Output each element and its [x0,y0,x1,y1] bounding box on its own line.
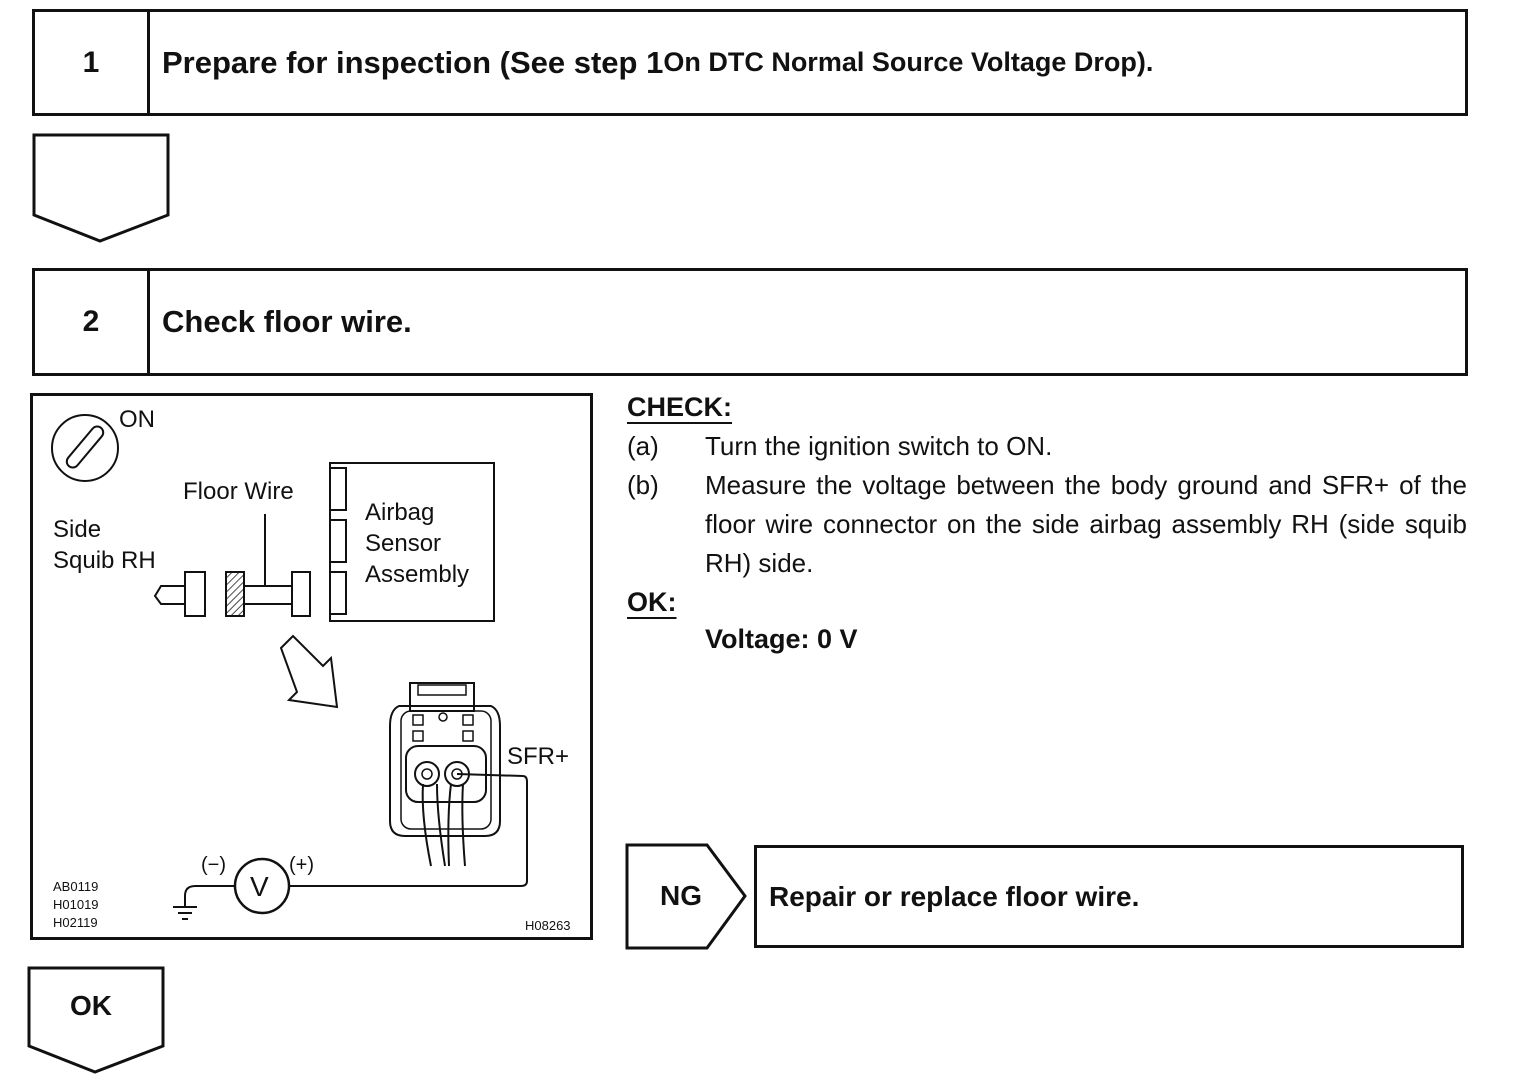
sensor-label-2: Sensor [365,530,442,557]
code-label: AB0119 [53,879,99,894]
sensor-label-3: Assembly [365,561,470,588]
step-title: Prepare for inspection (See step 1 On DT… [150,12,1465,113]
ignition-switch-icon [51,414,119,482]
step-number: 2 [35,271,150,373]
test-lead-negative [184,885,235,906]
check-item-text: Measure the voltage between the body gro… [705,470,1467,578]
ok-spec: Voltage: 0 V [705,624,858,654]
check-item-label: (a) [627,431,659,461]
ignition-on-label: ON [119,406,155,433]
step-title: Check floor wire. [162,304,412,339]
down-arrow-icon [32,133,170,243]
plus-label: (+) [289,854,314,876]
step-1-header: 1 Prepare for inspection (See step 1 On … [32,9,1468,116]
connector-face-icon [389,682,501,867]
check-item-label: (b) [627,470,659,500]
ground-icon [173,906,197,920]
check-heading: CHECK: [627,392,732,422]
ok-arrow-label: OK [70,990,112,1021]
minus-label: (−) [201,854,226,876]
ng-label: NG [660,880,702,911]
test-lead-positive [289,773,528,887]
step-title-main: Prepare for inspection (See step 1 [162,44,664,80]
ng-action: Repair or replace floor wire. [754,845,1464,948]
ok-arrow-icon [27,966,165,1074]
direction-arrow-icon [279,634,339,709]
code-label: H01019 [53,897,99,912]
step-2-header: 2 Check floor wire. [32,268,1468,376]
code-label: H02119 [53,915,98,930]
sensor-label-1: Airbag [365,499,435,526]
ng-arrow-icon [625,843,747,950]
ok-heading: OK: [627,587,677,617]
step-title-reference: On DTC Normal Source Voltage Drop). [663,47,1154,77]
floor-wire-connector-icon [225,514,311,617]
sfr-plus-label: SFR+ [507,743,570,770]
floor-wire-label: Floor Wire [183,478,294,505]
side-squib-label-1: Side [53,516,102,543]
voltmeter-symbol: V [250,871,269,902]
wiring-diagram: ON Floor Wire Side Squib RH Airbag Senso… [30,393,593,940]
check-item-text: Turn the ignition switch to ON. [705,431,1053,461]
figure-id: H08263 [525,918,571,933]
diagram-drawing [51,414,528,920]
voltmeter-icon [233,857,291,915]
side-squib-connector-icon [153,571,206,617]
airbag-sensor-assembly-icon [329,462,495,622]
side-squib-label-2: Squib RH [53,547,156,574]
step-number: 1 [35,12,150,113]
